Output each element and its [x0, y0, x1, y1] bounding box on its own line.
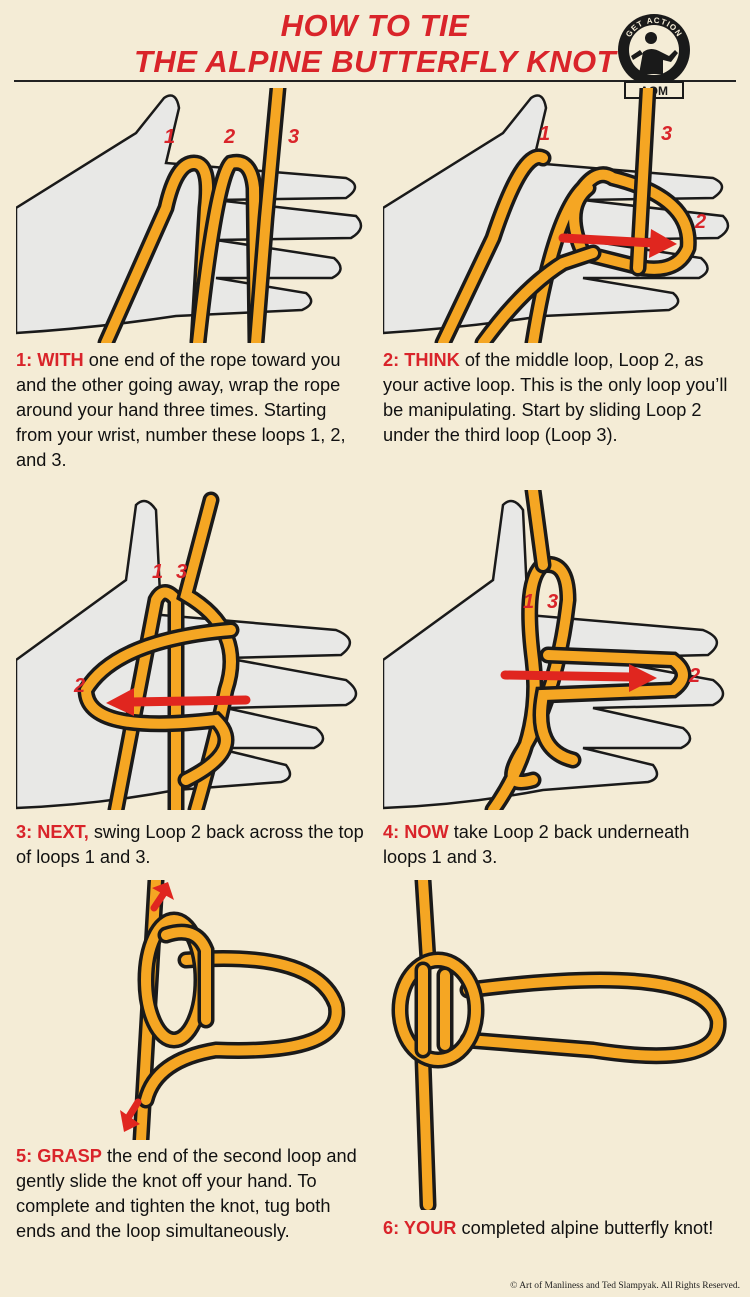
step-1-illustration: 1 2 3	[16, 88, 363, 343]
title-line-2: THE ALPINE BUTTERFLY KNOT	[133, 44, 617, 79]
step-3-text: swing Loop 2 back across the top of loop…	[16, 822, 364, 867]
step-5-caption: 5: GRASP the end of the second loop and …	[16, 1144, 366, 1244]
step-2-caption: 2: THINK of the middle loop, Loop 2, as …	[383, 348, 738, 448]
step-3-illustration: 1 3 2	[16, 491, 358, 810]
step-4-text: take Loop 2 back underneath loops 1 and …	[383, 822, 690, 867]
direction-arrow	[558, 229, 677, 258]
loop-label-2: 2	[688, 665, 700, 687]
loop-label-3: 3	[176, 561, 187, 583]
rope	[97, 88, 287, 343]
step-6-lead: 6: YOUR	[383, 1218, 457, 1238]
loop-label-3: 3	[547, 591, 558, 613]
rope	[391, 880, 727, 1210]
rope	[77, 491, 240, 810]
step-2-text: of the middle loop, Loop 2, as your acti…	[383, 350, 728, 445]
title-divider	[14, 80, 736, 82]
step-1-caption: 1: WITH one end of the rope toward you a…	[16, 348, 366, 473]
loop-label-1: 1	[539, 123, 550, 145]
page-title: HOW TO TIE THE ALPINE BUTTERFLY KNOT	[0, 8, 750, 80]
step-3-caption: 3: NEXT, swing Loop 2 back across the to…	[16, 820, 366, 870]
tug-arrow-bottom	[120, 1098, 142, 1132]
step-6-caption: 6: YOUR completed alpine butterfly knot!	[383, 1216, 733, 1241]
step-5-illustration	[120, 880, 346, 1140]
step-4-caption: 4: NOW take Loop 2 back underneath loops…	[383, 820, 733, 870]
loop-label-3: 3	[661, 123, 672, 145]
step-3-lead: 3: NEXT,	[16, 822, 89, 842]
step-5-lead: 5: GRASP	[16, 1146, 102, 1166]
step-6-illustration	[391, 880, 727, 1210]
direction-arrow	[106, 688, 251, 716]
loop-label-2: 2	[694, 211, 706, 233]
loop-label-1: 1	[152, 561, 163, 583]
title-line-1: HOW TO TIE	[280, 8, 470, 43]
rope	[484, 490, 692, 810]
loop-label-2: 2	[73, 675, 85, 697]
step-4-lead: 4: NOW	[383, 822, 449, 842]
hand-graphic	[16, 499, 358, 810]
copyright-notice: © Art of Manliness and Ted Slampyak. All…	[510, 1281, 740, 1291]
step-5-text: the end of the second loop and gently sl…	[16, 1146, 357, 1241]
step-1-text: one end of the rope toward you and the o…	[16, 350, 346, 470]
step-2-lead: 2: THINK	[383, 350, 460, 370]
rope	[434, 88, 697, 343]
hand-graphic	[16, 94, 363, 335]
loop-label-1: 1	[164, 126, 175, 148]
rope	[132, 880, 346, 1140]
aom-logo: GET ACTION AOM	[618, 14, 690, 99]
step-1-lead: 1: WITH	[16, 350, 84, 370]
direction-arrow	[500, 664, 657, 692]
step-6-text: completed alpine butterfly knot!	[456, 1218, 714, 1238]
tug-arrow-top	[150, 882, 174, 912]
loop-label-3: 3	[288, 126, 299, 148]
loop-label-2: 2	[223, 126, 235, 148]
step-4-illustration: 1 3 2	[383, 490, 725, 810]
step-2-illustration: 1 3 2	[383, 88, 730, 343]
loop-label-1: 1	[523, 591, 534, 613]
